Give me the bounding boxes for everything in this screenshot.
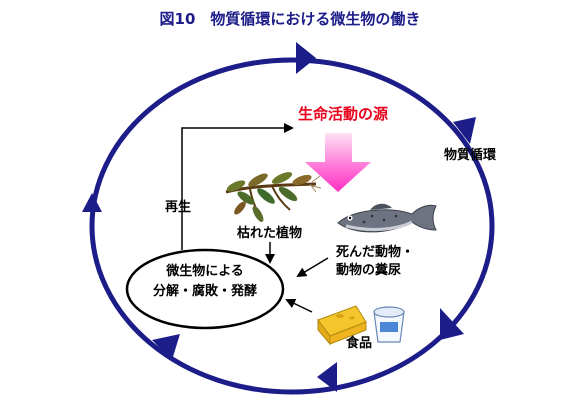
food-label: 食品	[346, 336, 373, 351]
source-arrow	[305, 133, 371, 192]
microbe-label-line2: 分解・腐敗・発酵	[152, 284, 257, 299]
microbe-label-line1: 微生物による	[166, 264, 244, 279]
microbe-label: 微生物による 分解・腐敗・発酵	[130, 262, 280, 302]
cycle-arrowhead-left	[82, 193, 102, 212]
cycle-arrowhead-upper-right	[453, 117, 476, 144]
cycle-arrowhead-lower-right	[440, 308, 464, 340]
regeneration-arrow	[181, 123, 294, 250]
diagram-title: 図10 物質循環における微生物の働き	[159, 10, 421, 28]
plants-label: 枯れた植物	[237, 226, 303, 241]
withered-plant-icon	[225, 172, 322, 222]
cycle-arrowhead-lower-left	[152, 334, 180, 360]
cycle-arrowhead-top	[296, 42, 316, 74]
regeneration-label: 再生	[165, 200, 192, 215]
cheese-icon	[317, 305, 367, 346]
source-label: 生命活動の源	[298, 105, 389, 123]
dead-fish-icon	[337, 203, 437, 233]
cycle-label: 物質循環	[444, 148, 497, 163]
arrow-animals-to-microbes	[296, 257, 329, 278]
animals-label-line2: 動物の糞尿	[336, 263, 402, 278]
arrow-food-to-microbes	[285, 298, 313, 313]
yogurt-cup-icon	[373, 306, 405, 343]
microbe-ellipse	[125, 248, 285, 330]
cycle-ring	[89, 57, 495, 395]
animals-label-line1: 死んだ動物・	[336, 245, 415, 260]
cycle-arrowhead-bottom	[317, 362, 337, 392]
